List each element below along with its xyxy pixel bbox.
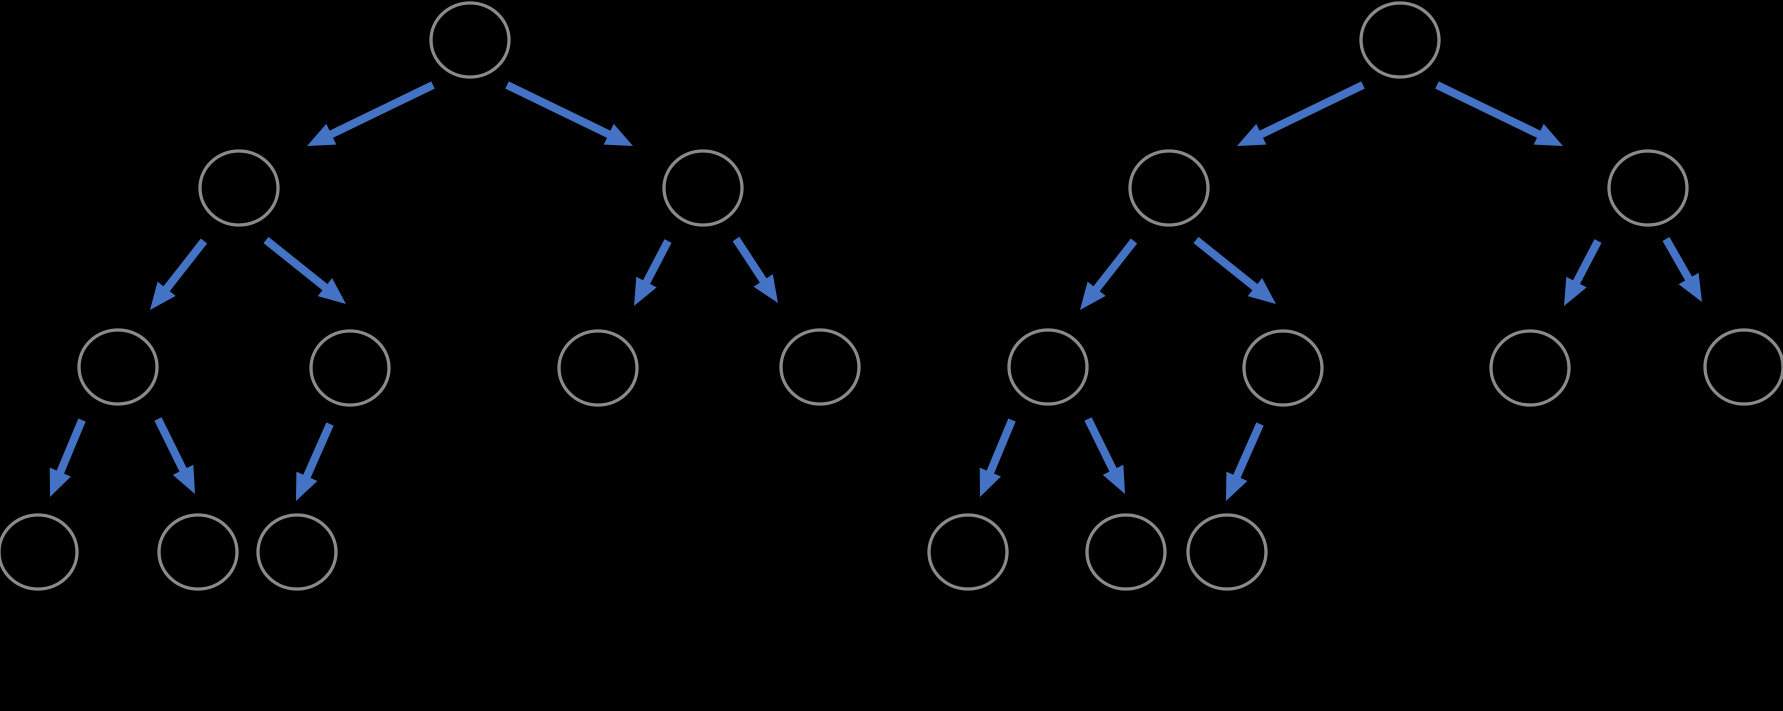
tree-node-r [1607,149,1689,227]
edge-arrowhead [1533,123,1563,146]
tree-node-ll [1007,328,1089,406]
edge-shaft [505,81,612,139]
tree-edge-arrow-ll-lll [49,418,86,497]
edge-arrowhead [1564,276,1587,306]
edge-arrowhead [979,467,1001,497]
tree-node-rr [1703,328,1783,406]
edge-shaft [56,418,86,475]
edge-arrowhead [1678,272,1702,302]
tree-edge-arrow-r-rl [634,239,672,306]
edge-arrowhead [603,123,633,146]
edge-shaft [302,422,334,479]
edge-shaft [1092,238,1138,292]
tree-edge-arrow-r-rr [732,236,778,303]
tree-edge-arrow-ll-llr [154,417,195,494]
binary-tree-left [0,1,861,591]
tree-node-lrl [256,513,338,591]
edge-shaft [1572,239,1602,285]
edge-arrowhead [1080,281,1106,310]
tree-edge-arrow-l-lr [1193,236,1276,304]
edge-arrowhead [296,471,318,501]
tree-edge-arrow-root-l [307,81,435,146]
edge-shaft [732,236,768,284]
edge-arrowhead [307,123,337,146]
tree-node-root [1359,1,1441,79]
tree-edge-arrow-l-ll [1080,238,1138,310]
tree-node-rr [779,328,861,406]
tree-edge-arrow-ll-lll [979,418,1016,497]
tree-node-llr [157,513,239,591]
tree-node-lll [927,513,1009,591]
tree-edge-arrow-l-lr [263,236,346,304]
tree-node-l [1128,149,1210,227]
edge-arrowhead [150,281,176,310]
edge-shaft [986,418,1016,475]
tree-edge-arrow-r-rr [1662,237,1702,302]
edge-arrowhead [49,467,71,497]
tree-edge-arrow-root-l [1237,81,1365,146]
edge-arrowhead [1247,278,1276,304]
tree-node-lr [309,329,391,407]
edge-arrowhead [634,276,657,306]
edge-arrowhead [1102,464,1125,494]
edge-shaft [642,239,672,285]
edge-shaft [162,238,208,292]
tree-edge-arrow-lr-lrl [1226,422,1264,501]
edge-shaft [154,417,188,473]
tree-node-r [662,149,744,227]
tree-node-lr [1242,329,1324,407]
edge-shaft [1662,237,1693,282]
edge-arrowhead [1237,123,1267,146]
tree-node-llr [1085,513,1167,591]
edge-shaft [263,236,329,291]
tree-node-rl [557,329,639,407]
tree-node-ll [77,328,159,406]
tree-node-lll [0,513,79,591]
edge-arrowhead [1226,471,1248,501]
edge-shaft [1232,422,1264,479]
edge-shaft [328,81,435,139]
tree-node-rl [1489,329,1571,407]
edge-arrowhead [172,464,195,494]
tree-edge-arrow-root-r [505,81,633,146]
binary-tree-right [927,1,1783,591]
edge-shaft [1084,417,1118,473]
tree-edge-arrow-root-r [1435,81,1563,146]
edge-shaft [1193,236,1259,291]
tree-edge-arrow-lr-lrl [296,422,334,501]
edge-arrowhead [317,278,346,304]
edge-shaft [1258,81,1365,139]
edge-shaft [1435,81,1542,139]
tree-node-root [429,1,511,79]
edge-arrowhead [753,274,778,303]
tree-edge-arrow-r-rl [1564,239,1602,306]
tree-edge-arrow-ll-llr [1084,417,1125,494]
tree-node-lrl [1186,513,1268,591]
tree-node-l [198,149,280,227]
tree-edge-arrow-l-ll [150,238,208,310]
